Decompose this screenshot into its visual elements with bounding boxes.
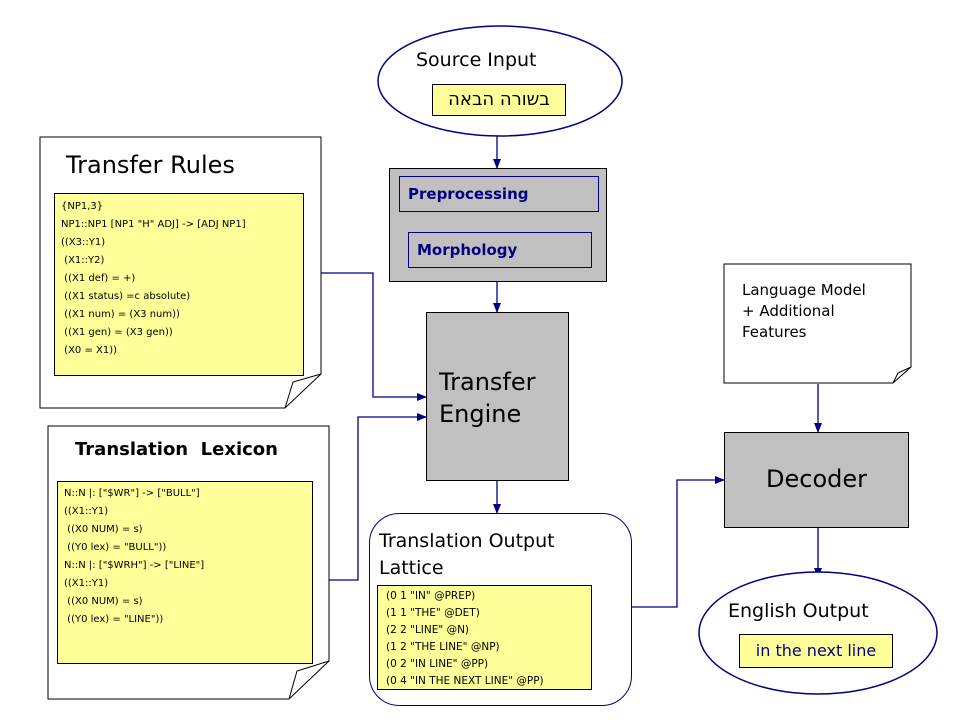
lexicon-line: ((Y0 lex) = "BULL")) (64, 542, 167, 553)
decoder-box (724, 432, 909, 528)
transfer-engine-box (426, 312, 569, 481)
rule-line: (X0 = X1)) (61, 345, 118, 356)
lexicon-line: N::N |: ["$WR"] -> ["BULL"] (64, 488, 200, 499)
lattice-title: Translation Output Lattice (379, 528, 555, 582)
lexicon-line: ((X0 NUM) = s) (64, 524, 143, 535)
lexicon-line: ((Y0 lex) = "LINE")) (64, 614, 164, 625)
language-model-document (723, 263, 912, 384)
decoder-label: Decoder (766, 465, 867, 493)
source-input-ellipse (377, 25, 623, 137)
transfer-engine-line1: Transfer (439, 368, 536, 396)
lexicon-line: ((X0 NUM) = s) (64, 596, 143, 607)
preprocessing-box: Preprocessing (399, 176, 599, 212)
lattice-title-line2: Lattice (379, 557, 444, 579)
rule-line: ((X1 gen) = (X3 gen)) (61, 327, 173, 338)
lattice-line: (1 1 "THE" @DET) (386, 607, 480, 619)
lattice-line: (0 1 "IN" @PREP) (386, 590, 476, 602)
rule-line: ((X1 status) =c absolute) (61, 291, 191, 302)
lexicon-line: N::N |: ["$WRH"] -> ["LINE"] (64, 560, 205, 571)
language-model-label: Language Model + Additional Features (742, 280, 866, 343)
lattice-code: (0 1 "IN" @PREP) (1 1 "THE" @DET) (2 2 "… (377, 585, 592, 690)
lexicon-line: ((X1::Y1) (64, 578, 109, 589)
source-input-title: Source Input (416, 49, 537, 71)
source-input-text: בשורה הבאה (432, 84, 566, 116)
morphology-box: Morphology (408, 232, 592, 268)
lattice-line: (0 4 "IN THE NEXT LINE" @PP) (386, 675, 544, 687)
translation-lexicon-code: N::N |: ["$WR"] -> ["BULL"] ((X1::Y1) ((… (57, 481, 313, 664)
lattice-line: (1 2 "THE LINE" @NP) (386, 641, 500, 653)
translation-lexicon-title: Translation Lexicon (75, 439, 278, 460)
rule-line: (X1::Y2) (61, 255, 105, 266)
english-output-title: English Output (728, 600, 869, 622)
lattice-title-line1: Translation Output (379, 530, 555, 552)
arrow-rules-to-engine (321, 272, 427, 401)
transfer-engine-label: Transfer Engine (439, 366, 536, 430)
language-model-line2: + Additional (742, 302, 835, 320)
english-output-ellipse (698, 571, 938, 695)
transfer-rules-code: {NP1,3} NP1::NP1 [NP1 "H" ADJ] -> [ADJ N… (54, 193, 304, 376)
rule-line: ((X3::Y1) (61, 237, 106, 248)
lattice-line: (0 2 "IN LINE" @PP) (386, 658, 489, 670)
language-model-line3: Features (742, 323, 807, 341)
rule-line: NP1::NP1 [NP1 "H" ADJ] -> [ADJ NP1] (61, 219, 246, 230)
transfer-rules-title: Transfer Rules (66, 151, 235, 179)
rule-line: ((X1 num) = (X3 num)) (61, 309, 180, 320)
english-output-text: in the next line (739, 634, 893, 668)
rule-line: ((X1 def) = +) (61, 273, 136, 284)
rule-line: {NP1,3} (61, 201, 104, 212)
transfer-engine-line2: Engine (439, 400, 522, 428)
language-model-line1: Language Model (742, 281, 866, 299)
lexicon-line: ((X1::Y1) (64, 506, 109, 517)
lattice-line: (2 2 "LINE" @N) (386, 624, 470, 636)
